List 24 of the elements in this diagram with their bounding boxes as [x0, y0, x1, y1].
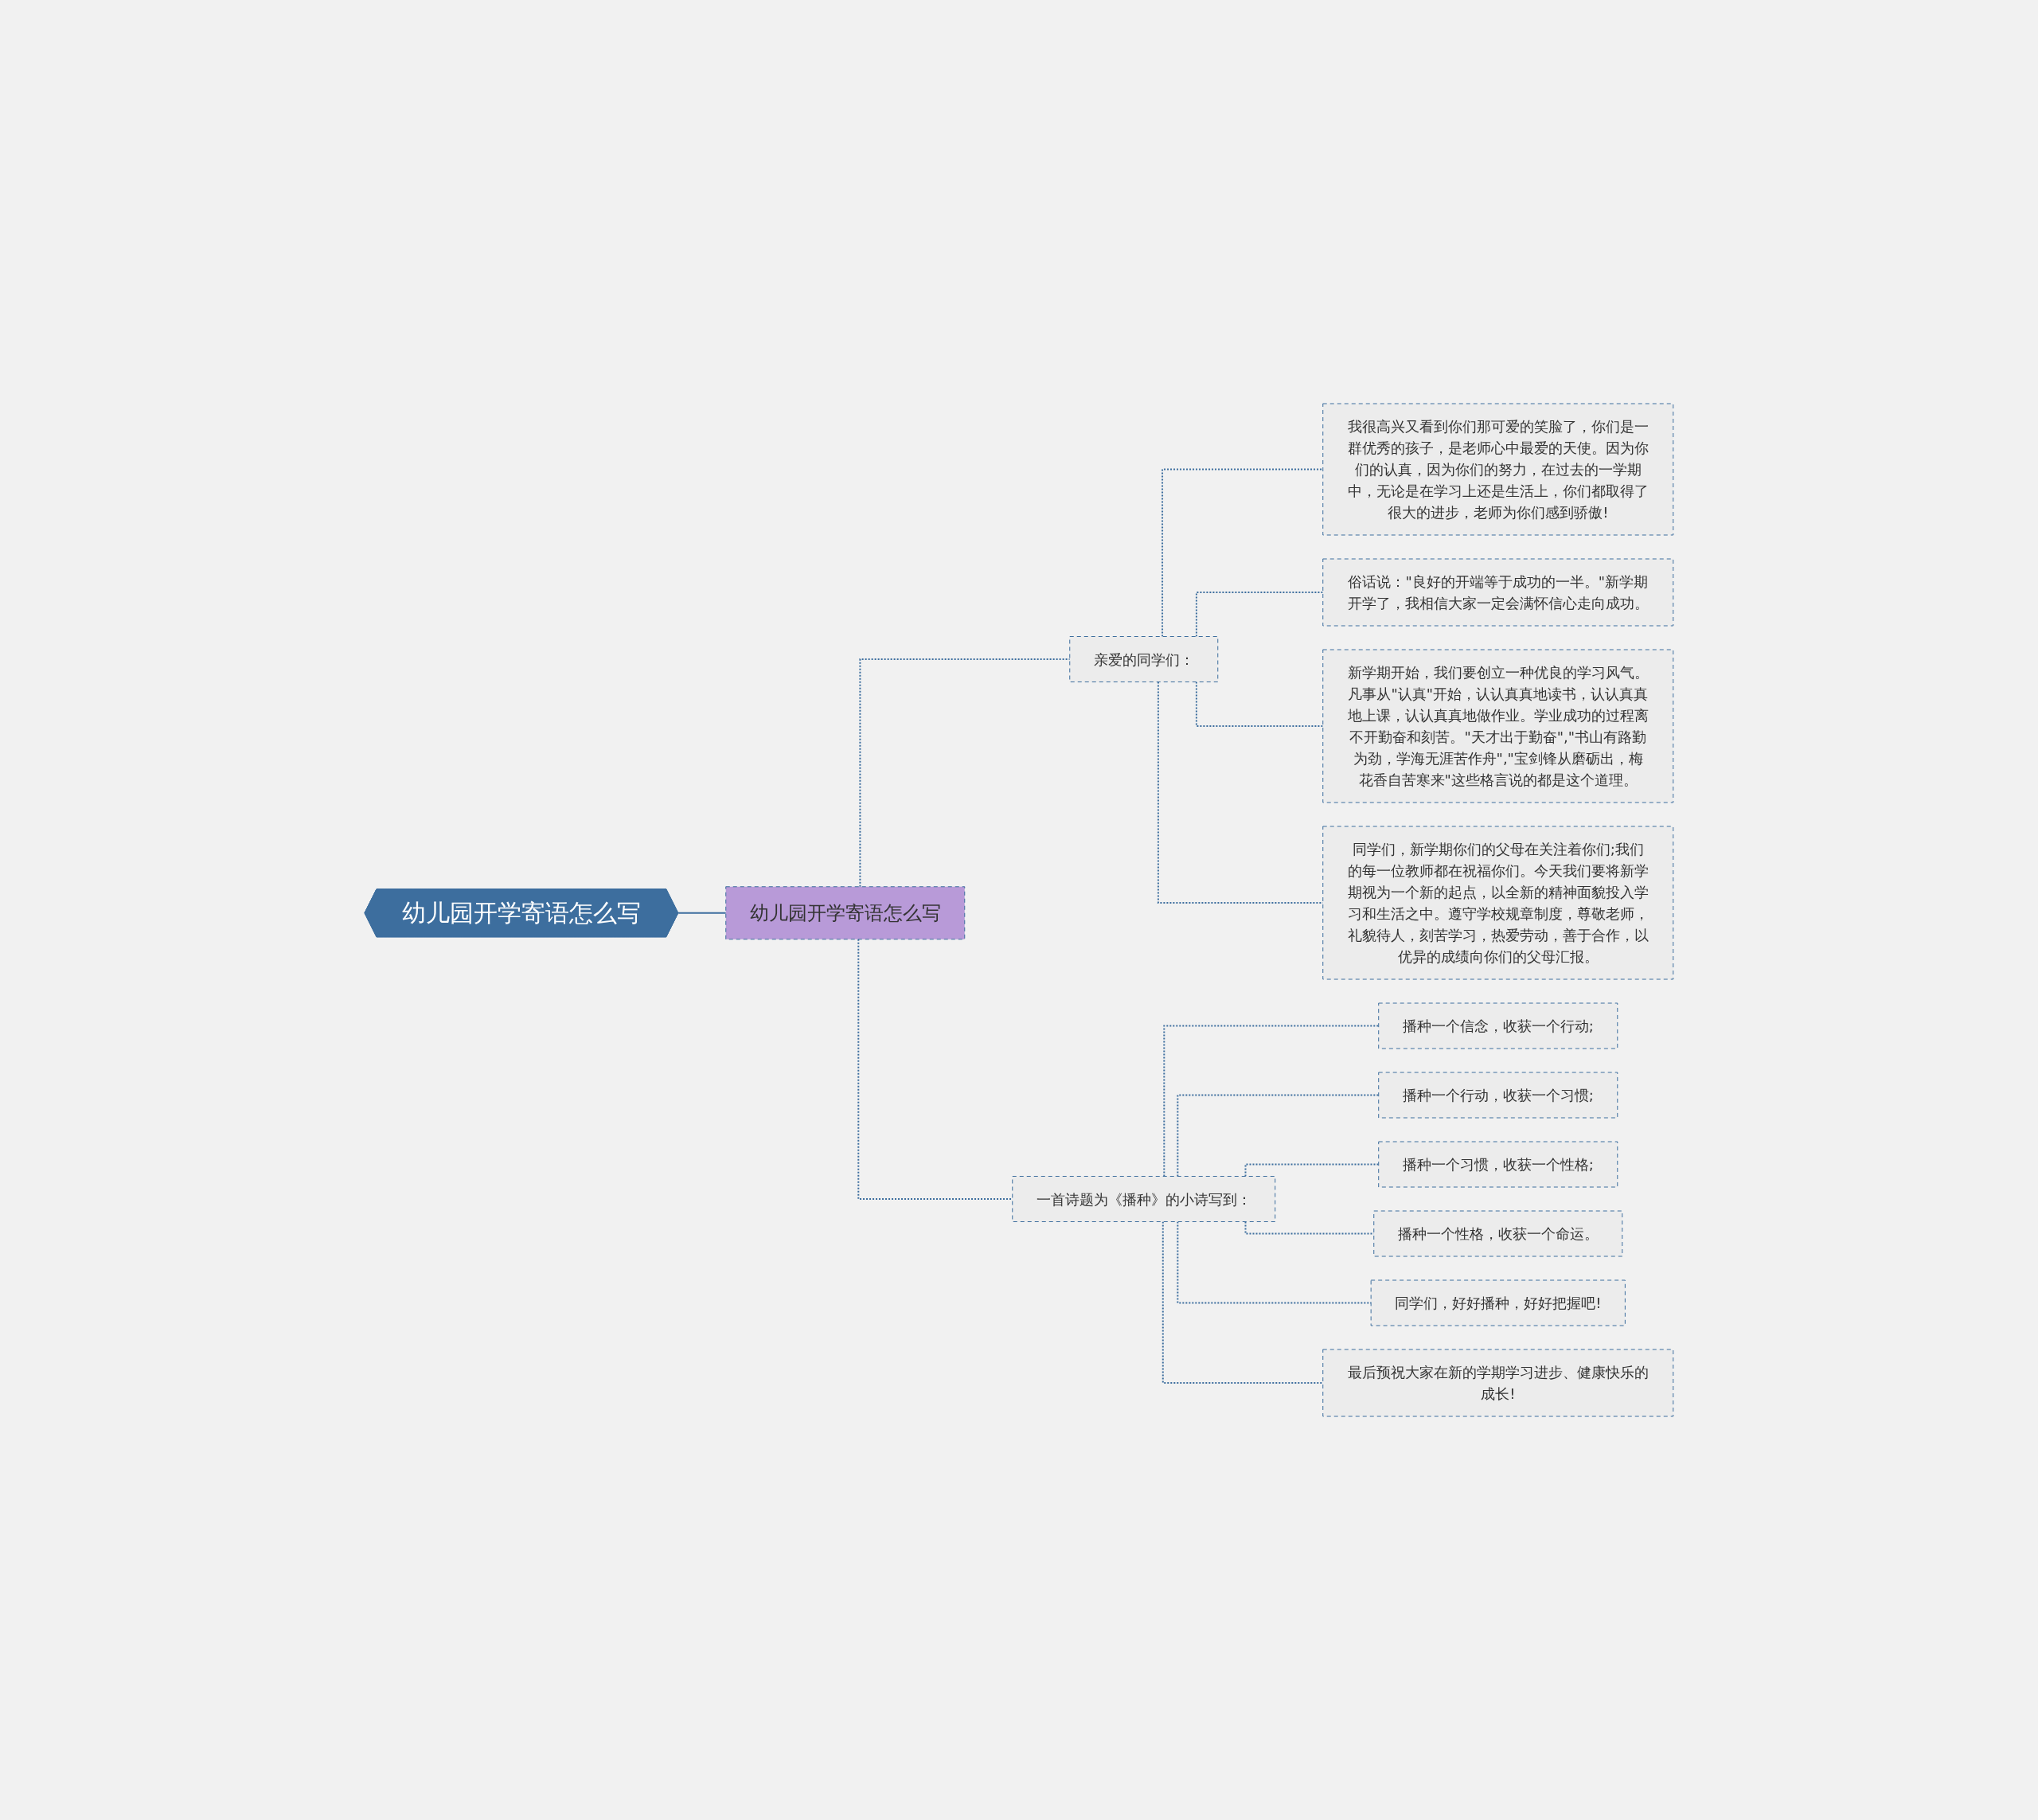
connector [857, 938, 1013, 1200]
node-box: 我很高兴又看到你们那可爱的笑脸了，你们是一群优秀的孩子，是老师心中最爱的天使。因为你们的认真，因为你们的努力，在过去的一学期中，无论是在学习上还是生活上，你们都取得了很大的进步，老师为你们感到骄傲! [1322, 403, 1674, 536]
connector [1162, 468, 1324, 638]
node-box: 同学们，新学期你们的父母在关注着你们;我们的每一位教师都在祝福你们。今天我们要将新学期视为一个新的起点，以全新的精神面貌投入学习和生活之中。遵守学校规章制度，尊敬老师，礼貌待人，刻苦学习，热爱劳动，善于合作，以优异的成绩向你们的父母汇报。 [1322, 826, 1674, 980]
node-box: 幼儿园开学寄语怎么写 [725, 886, 966, 940]
connector [1163, 1025, 1380, 1178]
connector [1177, 1094, 1380, 1178]
node-box: 播种一个行动，收获一个习惯; [1378, 1072, 1618, 1119]
node-box: 播种一个习惯，收获一个性格; [1378, 1141, 1618, 1188]
connector [677, 912, 727, 915]
node-box: 播种一个信念，收获一个行动; [1378, 1002, 1618, 1049]
connector [1244, 1163, 1380, 1178]
node-box: 新学期开始，我们要创立一种优良的学习风气。凡事从"认真"开始，认认真真地读书，认认真真地上课，认认真真地做作业。学业成功的过程离不开勤奋和刻苦。"天才出于勤奋","书山有路勤为劲，学海无涯苦作舟","宝剑锋从磨砺出，梅花香自苦寒来"这些格言说的都是这个道理。 [1322, 649, 1674, 803]
node-box: 播种一个性格，收获一个命运。 [1373, 1210, 1623, 1257]
node-box: 最后预祝大家在新的学期学习进步、健康快乐的成长! [1322, 1349, 1674, 1417]
connector [1158, 681, 1324, 904]
node-box: 一首诗题为《播种》的小诗写到： [1012, 1176, 1276, 1222]
node-box: 亲爱的同学们： [1069, 636, 1219, 682]
connector [1162, 1220, 1324, 1384]
connector [1244, 1220, 1375, 1235]
node-box: 俗话说："良好的开端等于成功的一半。"新学期开学了，我相信大家一定会满怀信心走向成功。 [1322, 558, 1674, 627]
connector [1196, 592, 1324, 638]
connector [1196, 681, 1324, 727]
node-box: 同学们，好好播种，好好把握吧! [1370, 1279, 1626, 1326]
